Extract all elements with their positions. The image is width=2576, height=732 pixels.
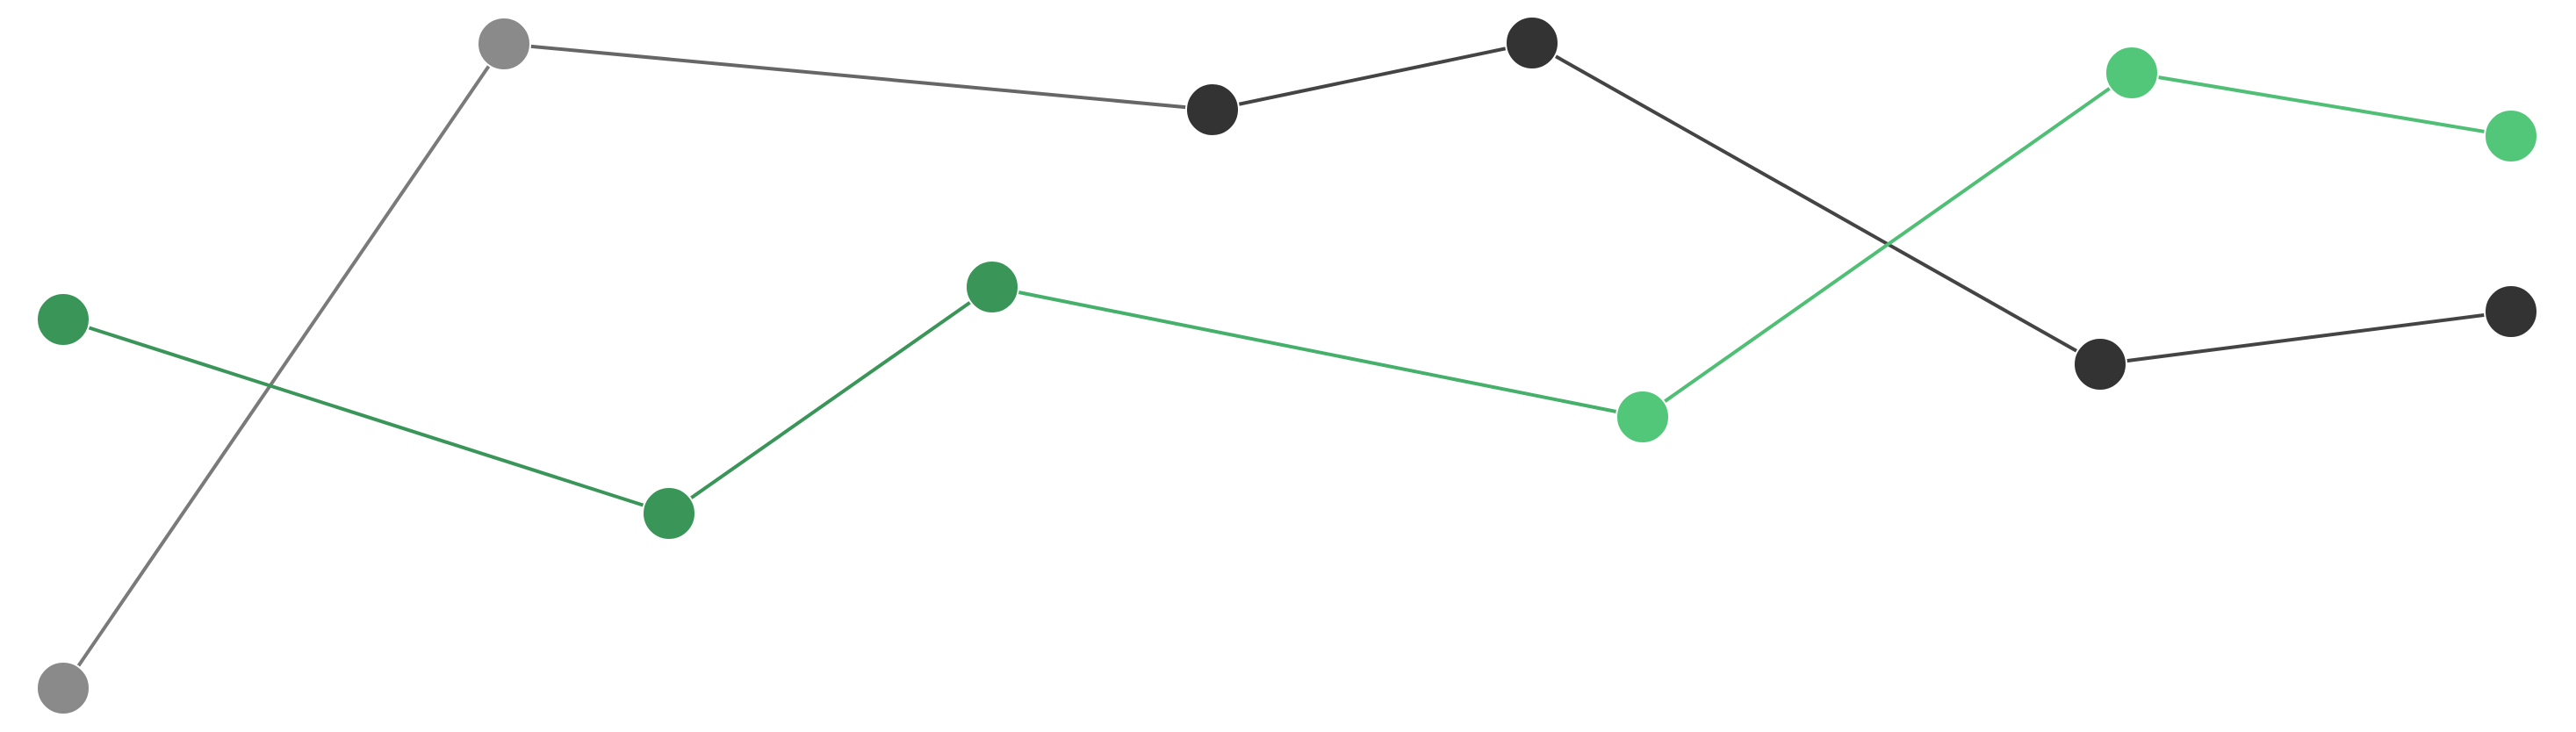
edge-n4-n5 — [1530, 41, 2102, 366]
node-n8 — [642, 486, 696, 541]
node-n7 — [36, 292, 90, 347]
edges-layer — [61, 41, 2513, 690]
node-n2 — [477, 17, 531, 71]
nodes-layer — [36, 16, 2538, 715]
node-n11 — [2105, 46, 2159, 100]
node-n3 — [1185, 83, 1240, 137]
node-n9 — [965, 260, 1019, 314]
node-n6 — [2484, 284, 2538, 339]
edge-n2-n3 — [502, 42, 1214, 111]
edge-n9-n10 — [990, 285, 1644, 419]
node-n4 — [1505, 16, 1559, 70]
node-n12 — [2484, 109, 2538, 163]
edge-n5-n6 — [2098, 310, 2513, 366]
edge-n7-n8 — [61, 318, 671, 515]
edge-n10-n11 — [1641, 71, 2133, 419]
node-n5 — [2073, 337, 2127, 391]
edge-n11-n12 — [2130, 71, 2513, 138]
edge-n1-n2 — [61, 42, 506, 690]
edge-n3-n4 — [1211, 41, 1534, 111]
node-n1 — [36, 661, 90, 715]
edge-n8-n9 — [667, 285, 994, 515]
node-n10 — [1615, 390, 1670, 444]
